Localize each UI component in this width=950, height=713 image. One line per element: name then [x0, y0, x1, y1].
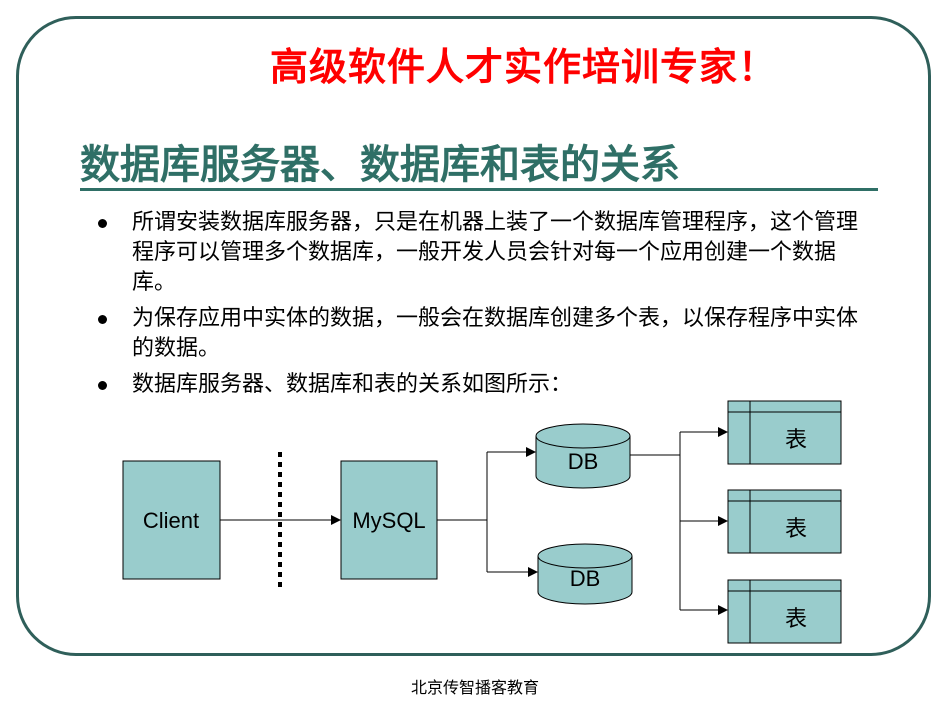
bullet-text: 所谓安装数据库服务器，只是在机器上装了一个数据库管理程序，这个管理程序可以管理多…: [132, 210, 859, 295]
client-label: Client: [143, 508, 199, 533]
table-label: 表: [785, 427, 807, 452]
mysql-server-box: [340, 460, 438, 580]
footer: 北京传智播客教育: [410, 678, 539, 697]
slide-frame: [16, 16, 931, 656]
bullet-dot: [98, 315, 107, 324]
database-cylinder: [535, 423, 631, 489]
table-label: 表: [785, 606, 807, 631]
client-box: [122, 460, 221, 580]
bullet-item: 为保存应用中实体的数据，一般会在数据库创建多个表，以保存程序中实体的数据。: [96, 304, 872, 364]
bullet-text: 为保存应用中实体的数据，一般会在数据库创建多个表，以保存程序中实体的数据。: [132, 306, 859, 361]
bullet-dot: [98, 381, 107, 390]
table-shape: [727, 489, 842, 554]
db-label: DB: [568, 449, 599, 474]
bullet-list: 所谓安装数据库服务器，只是在机器上装了一个数据库管理程序，这个管理程序可以管理多…: [96, 208, 896, 406]
table-shape: [727, 579, 842, 644]
bullet-item: 所谓安装数据库服务器，只是在机器上装了一个数据库管理程序，这个管理程序可以管理多…: [96, 208, 872, 298]
database-cylinder: [537, 543, 633, 605]
db-label: DB: [570, 566, 601, 591]
table-label: 表: [785, 516, 807, 541]
table-shape: [727, 400, 842, 465]
slide-title: 数据库服务器、数据库和表的关系: [80, 142, 680, 188]
bullet-item: 数据库服务器、数据库和表的关系如图所示：: [96, 370, 896, 400]
server-label: MySQL: [352, 508, 425, 533]
title-underline: [80, 188, 878, 191]
bullet-dot: [98, 219, 107, 228]
bullet-text: 数据库服务器、数据库和表的关系如图所示：: [132, 372, 573, 397]
slogan: 高级软件人才实作培训专家！: [270, 45, 778, 89]
